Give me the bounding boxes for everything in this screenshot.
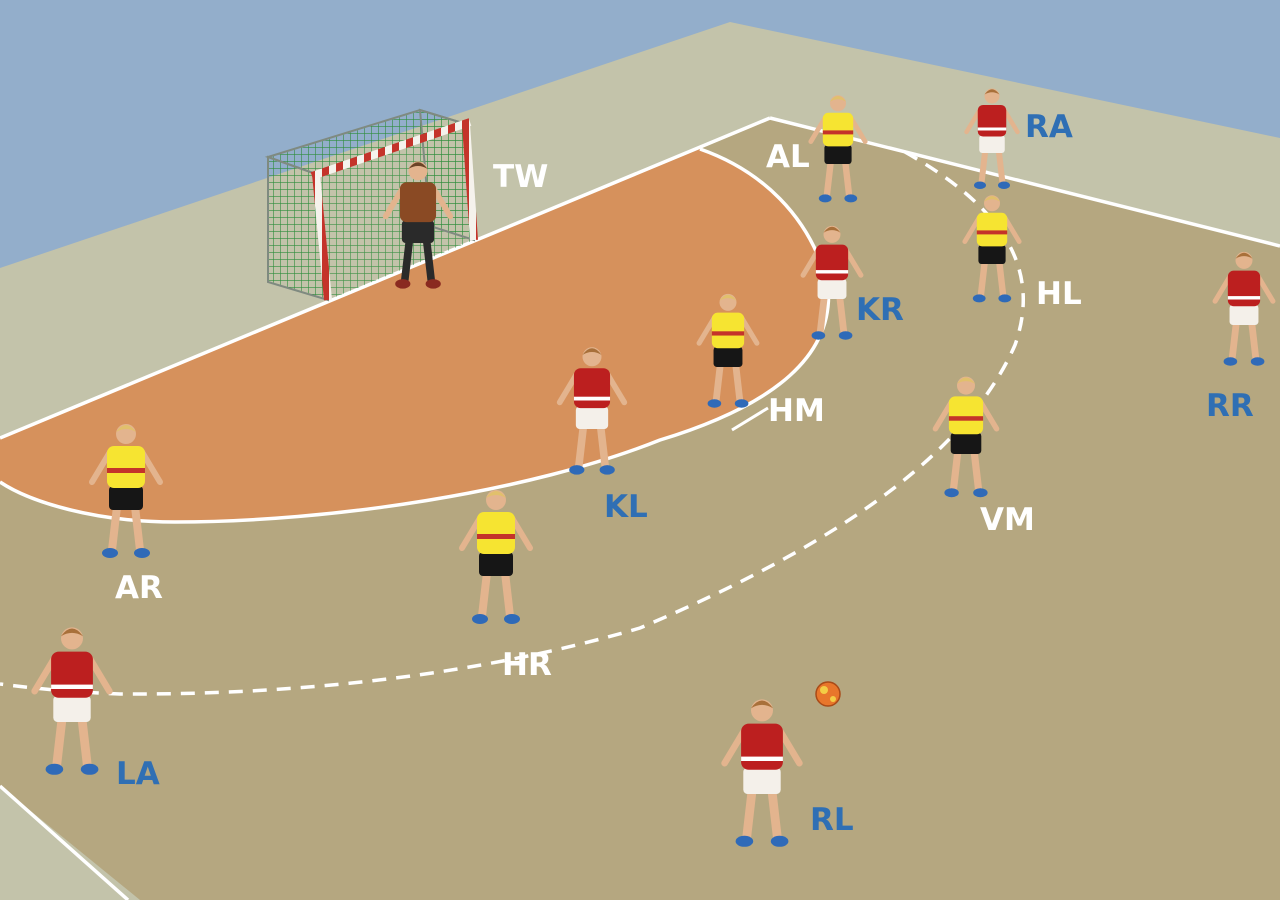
shirt	[573, 368, 611, 409]
shoe	[80, 763, 99, 775]
label-attacker-rr: RR	[1206, 388, 1254, 424]
defender-al	[808, 95, 868, 203]
shirt	[51, 651, 93, 698]
goal-post-left	[312, 173, 332, 301]
shoe	[974, 181, 986, 189]
shorts	[817, 278, 847, 299]
shoe	[735, 835, 754, 847]
label-defender-al: AL	[766, 139, 810, 175]
shirt	[976, 212, 1008, 247]
shoe	[811, 331, 826, 340]
defender-hm	[696, 293, 760, 408]
shoe	[818, 194, 832, 203]
shoe	[770, 835, 789, 847]
label-defender-hl: HL	[1036, 276, 1082, 312]
attacker-la	[31, 627, 113, 775]
label-attacker-rl: RL	[810, 802, 854, 838]
side-line-right	[769, 116, 1280, 248]
label-goalkeeper-tw: TW	[493, 159, 548, 195]
free-throw-line	[0, 150, 1025, 696]
shorts	[950, 432, 982, 454]
defender-vm	[932, 376, 1000, 498]
shoe	[734, 399, 749, 408]
shirt	[477, 512, 515, 554]
shirt	[741, 723, 783, 770]
shoe	[1223, 357, 1238, 366]
ball	[815, 681, 841, 707]
attacker-ra	[964, 88, 1020, 189]
label-defender-ar: AR	[115, 570, 163, 606]
shirt	[822, 112, 854, 147]
shorts	[479, 552, 513, 576]
label-defender-hr: HR	[502, 647, 552, 683]
shoe	[472, 614, 488, 624]
shorts	[713, 346, 743, 367]
shorts	[824, 144, 852, 164]
defender-ar	[89, 424, 163, 558]
shoe	[599, 465, 615, 475]
shoe	[425, 279, 441, 289]
shirt	[399, 182, 437, 223]
shorts	[743, 767, 781, 794]
shoe	[838, 331, 853, 340]
goal-line	[0, 116, 771, 440]
shirt	[1227, 270, 1261, 307]
label-defender-hm: HM	[768, 393, 825, 429]
shoe	[973, 488, 988, 498]
side-line-left	[0, 784, 130, 900]
label-attacker-kr: KR	[856, 292, 904, 328]
shoe	[45, 763, 64, 775]
shorts	[401, 220, 435, 243]
shorts	[1229, 304, 1259, 325]
shoe	[972, 294, 986, 303]
players-layer	[31, 88, 1276, 847]
goalkeeper-line	[731, 406, 769, 432]
attacker-kl	[556, 347, 628, 475]
label-attacker-la: LA	[116, 756, 160, 792]
shoe	[707, 399, 722, 408]
shorts	[53, 695, 91, 722]
shoe	[998, 294, 1012, 303]
shoe	[134, 548, 150, 558]
shorts	[575, 406, 609, 429]
defender-hr	[459, 490, 533, 624]
shoe	[844, 194, 858, 203]
shorts	[109, 486, 143, 510]
attacker-rr	[1212, 251, 1276, 366]
defender-hl	[962, 195, 1022, 303]
shoe	[504, 614, 520, 624]
attacker-kr	[800, 225, 864, 340]
goal-post-right	[462, 123, 478, 241]
attacker-rl	[721, 699, 803, 847]
shoe	[1250, 357, 1265, 366]
handball-goal-with-net-icon	[264, 108, 478, 302]
goalkeeper-tw	[382, 161, 454, 289]
shirt	[948, 396, 984, 435]
shoe	[102, 548, 118, 558]
shoe	[998, 181, 1010, 189]
shirt	[977, 105, 1007, 137]
shirt	[711, 312, 745, 349]
label-defender-vm: VM	[980, 502, 1035, 538]
goal-crossbar	[310, 118, 472, 180]
label-attacker-kl: KL	[604, 489, 648, 525]
shorts	[978, 244, 1006, 264]
label-attacker-ra: RA	[1025, 109, 1073, 145]
shoe	[944, 488, 959, 498]
handball-ball-icon	[815, 681, 841, 707]
shoe	[395, 279, 411, 289]
shirt	[107, 446, 145, 488]
shoe	[569, 465, 585, 475]
shirt	[815, 244, 849, 281]
goal-area	[0, 149, 829, 522]
shorts	[979, 135, 1005, 153]
